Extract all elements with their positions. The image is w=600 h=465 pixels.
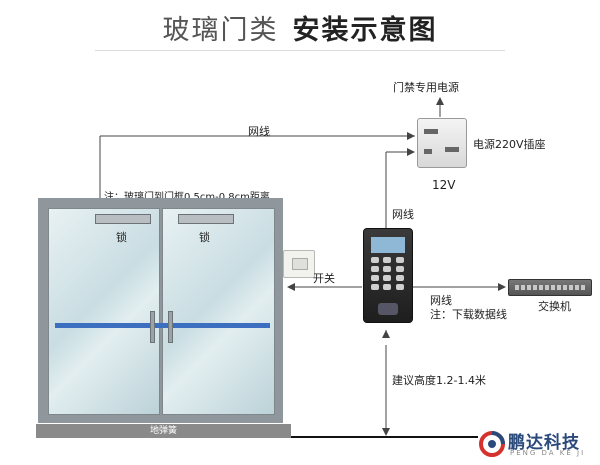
brand-logo: 鹏达科技 PENG DA KE JI [478, 428, 598, 462]
power-supply-unit [417, 118, 467, 168]
brand-logo-icon [479, 431, 505, 457]
left-lock-label: 锁 [116, 231, 127, 244]
diagram-title: 玻璃门类安装示意图 [0, 8, 600, 47]
fingerprint-sensor [378, 303, 398, 315]
exit-switch-button [292, 258, 308, 270]
right-lock [178, 214, 234, 224]
switch-label: 开关 [313, 272, 335, 285]
voltage-label: 12V [432, 178, 456, 192]
left-lock [95, 214, 151, 224]
door-frame [38, 198, 283, 423]
reader-screen [371, 237, 405, 253]
height-up-arrow [382, 330, 390, 338]
title-bold: 安装示意图 [292, 15, 438, 46]
network-switch-device [508, 279, 592, 296]
network-switch-label: 交换机 [538, 300, 571, 313]
left-handle [150, 311, 155, 343]
network-right-label: 网线 [430, 294, 452, 307]
brand-name: 鹏达科技 [508, 433, 580, 453]
network-mid-label: 网线 [392, 208, 414, 221]
install-height-label: 建议高度1.2-1.4米 [392, 374, 486, 387]
title-divider [95, 50, 505, 51]
floor-spring-strip: 地弹簧 [36, 424, 291, 438]
left-glass-panel [48, 208, 160, 415]
right-glass-panel [162, 208, 275, 415]
exit-switch [283, 250, 315, 278]
right-handle [168, 311, 173, 343]
network-top-label: 网线 [248, 125, 270, 138]
access-power-label: 门禁专用电源 [393, 81, 459, 94]
glass-gap-note: 注：玻璃门到门框0.5cm-0.8cm距离 [104, 188, 270, 203]
reader-keypad [371, 257, 405, 290]
door-push-bar [55, 323, 270, 328]
right-lock-label: 锁 [199, 231, 210, 244]
height-down-arrow [382, 428, 390, 436]
download-note: 注：下载数据线 [430, 308, 507, 321]
access-card-reader [363, 228, 413, 323]
title-light: 玻璃门类 [162, 15, 279, 46]
power-socket-label: 电源220V插座 [473, 138, 546, 151]
brand-sub: PENG DA KE JI [510, 449, 586, 457]
